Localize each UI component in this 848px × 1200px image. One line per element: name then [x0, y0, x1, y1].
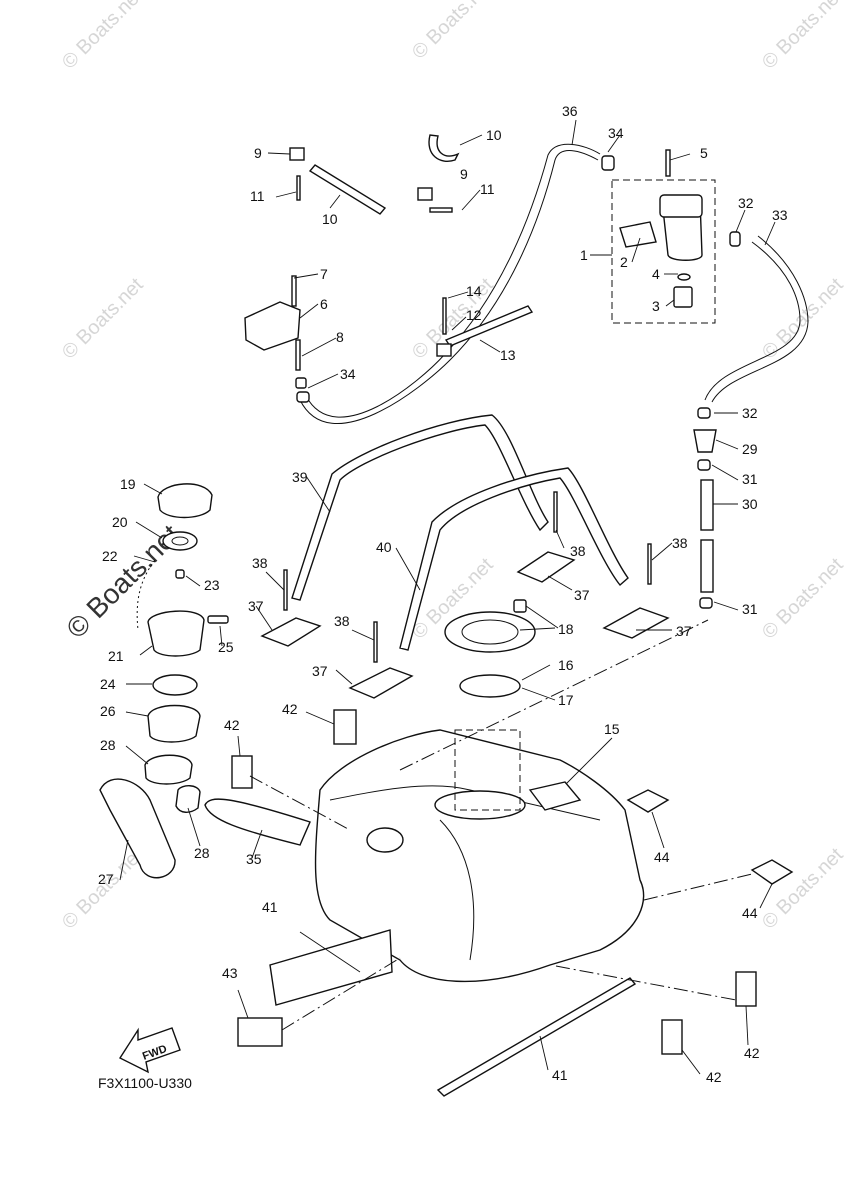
callout-20: 20	[112, 514, 128, 530]
callout-14: 14	[466, 283, 482, 299]
callout-43: 43	[222, 965, 238, 981]
watermark-1: © Boats.net	[58, 0, 148, 74]
callout-31a: 31	[742, 471, 758, 487]
callout-16: 16	[558, 657, 574, 673]
callout-11b: 11	[480, 181, 495, 197]
strap-pads-37	[260, 491, 670, 699]
callout-23: 23	[204, 577, 220, 593]
diagram-code: F3X1100-U330	[98, 1075, 192, 1091]
callout-32b: 32	[742, 405, 758, 421]
callout-37a: 37	[248, 598, 264, 614]
tank-strap-40	[399, 467, 629, 651]
cable-ties-top	[289, 134, 460, 215]
callout-28a: 28	[100, 737, 116, 753]
watermark-9: © Boats.net	[58, 844, 148, 934]
callouts: 1 2 3 4 5 6 7 8 9 9 10 10 11 11 12 13 14…	[98, 103, 788, 1085]
inline-filter-29	[693, 407, 717, 609]
callout-12: 12	[466, 307, 482, 323]
callout-37c: 37	[312, 663, 328, 679]
callout-13: 13	[500, 347, 516, 363]
callout-24: 24	[100, 676, 116, 692]
callout-36: 36	[562, 103, 578, 119]
callout-42d: 42	[706, 1069, 722, 1085]
callout-28b: 28	[194, 845, 210, 861]
callout-31b: 31	[742, 601, 758, 617]
clamp-13-and-bolts	[436, 297, 534, 357]
callout-38c: 38	[334, 613, 350, 629]
watermark-11: © Boats.net	[758, 844, 848, 934]
callout-44a: 44	[654, 849, 670, 865]
callout-42a: 42	[282, 701, 298, 717]
callout-9a: 9	[254, 145, 262, 161]
callout-29: 29	[742, 441, 758, 457]
filler-cap-assembly	[99, 483, 311, 879]
callout-34a: 34	[608, 125, 624, 141]
watermark-4: © Boats.net	[58, 274, 148, 364]
callout-38d: 38	[672, 535, 688, 551]
sensor-bracket-6	[244, 275, 307, 389]
callout-8: 8	[336, 329, 344, 345]
callout-15: 15	[604, 721, 620, 737]
callout-1: 1	[580, 247, 588, 263]
watermark-8: © Boats.net	[758, 554, 848, 644]
callout-41a: 41	[262, 899, 278, 915]
callout-32a: 32	[738, 195, 754, 211]
watermark-2: © Boats.net	[408, 0, 498, 64]
callout-17: 17	[558, 692, 574, 708]
fuel-hose-33	[704, 235, 809, 403]
callout-27: 27	[98, 871, 114, 887]
rubber-pads	[231, 709, 794, 1097]
callout-10b: 10	[486, 127, 502, 143]
callout-38b: 38	[570, 543, 586, 559]
callout-39: 39	[292, 469, 308, 485]
callout-10a: 10	[322, 211, 338, 227]
fuel-filter-assembly	[601, 149, 741, 308]
callout-6: 6	[320, 296, 328, 312]
callout-35: 35	[246, 851, 262, 867]
callout-25: 25	[218, 639, 234, 655]
callout-4: 4	[652, 266, 660, 282]
callout-34b: 34	[340, 366, 356, 382]
callout-33: 33	[772, 207, 788, 223]
callout-18: 18	[558, 621, 574, 637]
fwd-arrow-icon: FWD	[118, 1027, 181, 1074]
leader-lines	[119, 119, 776, 1075]
callout-42c: 42	[744, 1045, 760, 1061]
fuel-hose-36	[296, 143, 601, 424]
callout-3: 3	[652, 298, 660, 314]
callout-38a: 38	[252, 555, 268, 571]
callout-41b: 41	[552, 1067, 568, 1083]
callout-44b: 44	[742, 905, 758, 921]
callout-5: 5	[700, 145, 708, 161]
callout-37b: 37	[574, 587, 590, 603]
tank-strap-39	[291, 414, 549, 601]
fuel-tank-15	[314, 599, 645, 983]
callout-11a: 11	[250, 188, 265, 204]
callout-7: 7	[320, 266, 328, 282]
watermark-6: © Boats.net	[758, 274, 848, 364]
callout-22: 22	[102, 548, 118, 564]
filter-assembly-outline	[611, 179, 716, 324]
callout-2: 2	[620, 254, 628, 270]
callout-40: 40	[376, 539, 392, 555]
watermark-3: © Boats.net	[758, 0, 848, 74]
reference-line-15	[399, 619, 709, 771]
callout-37d: 37	[676, 623, 692, 639]
callout-21: 21	[108, 648, 124, 664]
callout-42b: 42	[224, 717, 240, 733]
callout-26: 26	[100, 703, 116, 719]
callout-30: 30	[742, 496, 758, 512]
callout-19: 19	[120, 476, 136, 492]
callout-9b: 9	[460, 166, 468, 182]
